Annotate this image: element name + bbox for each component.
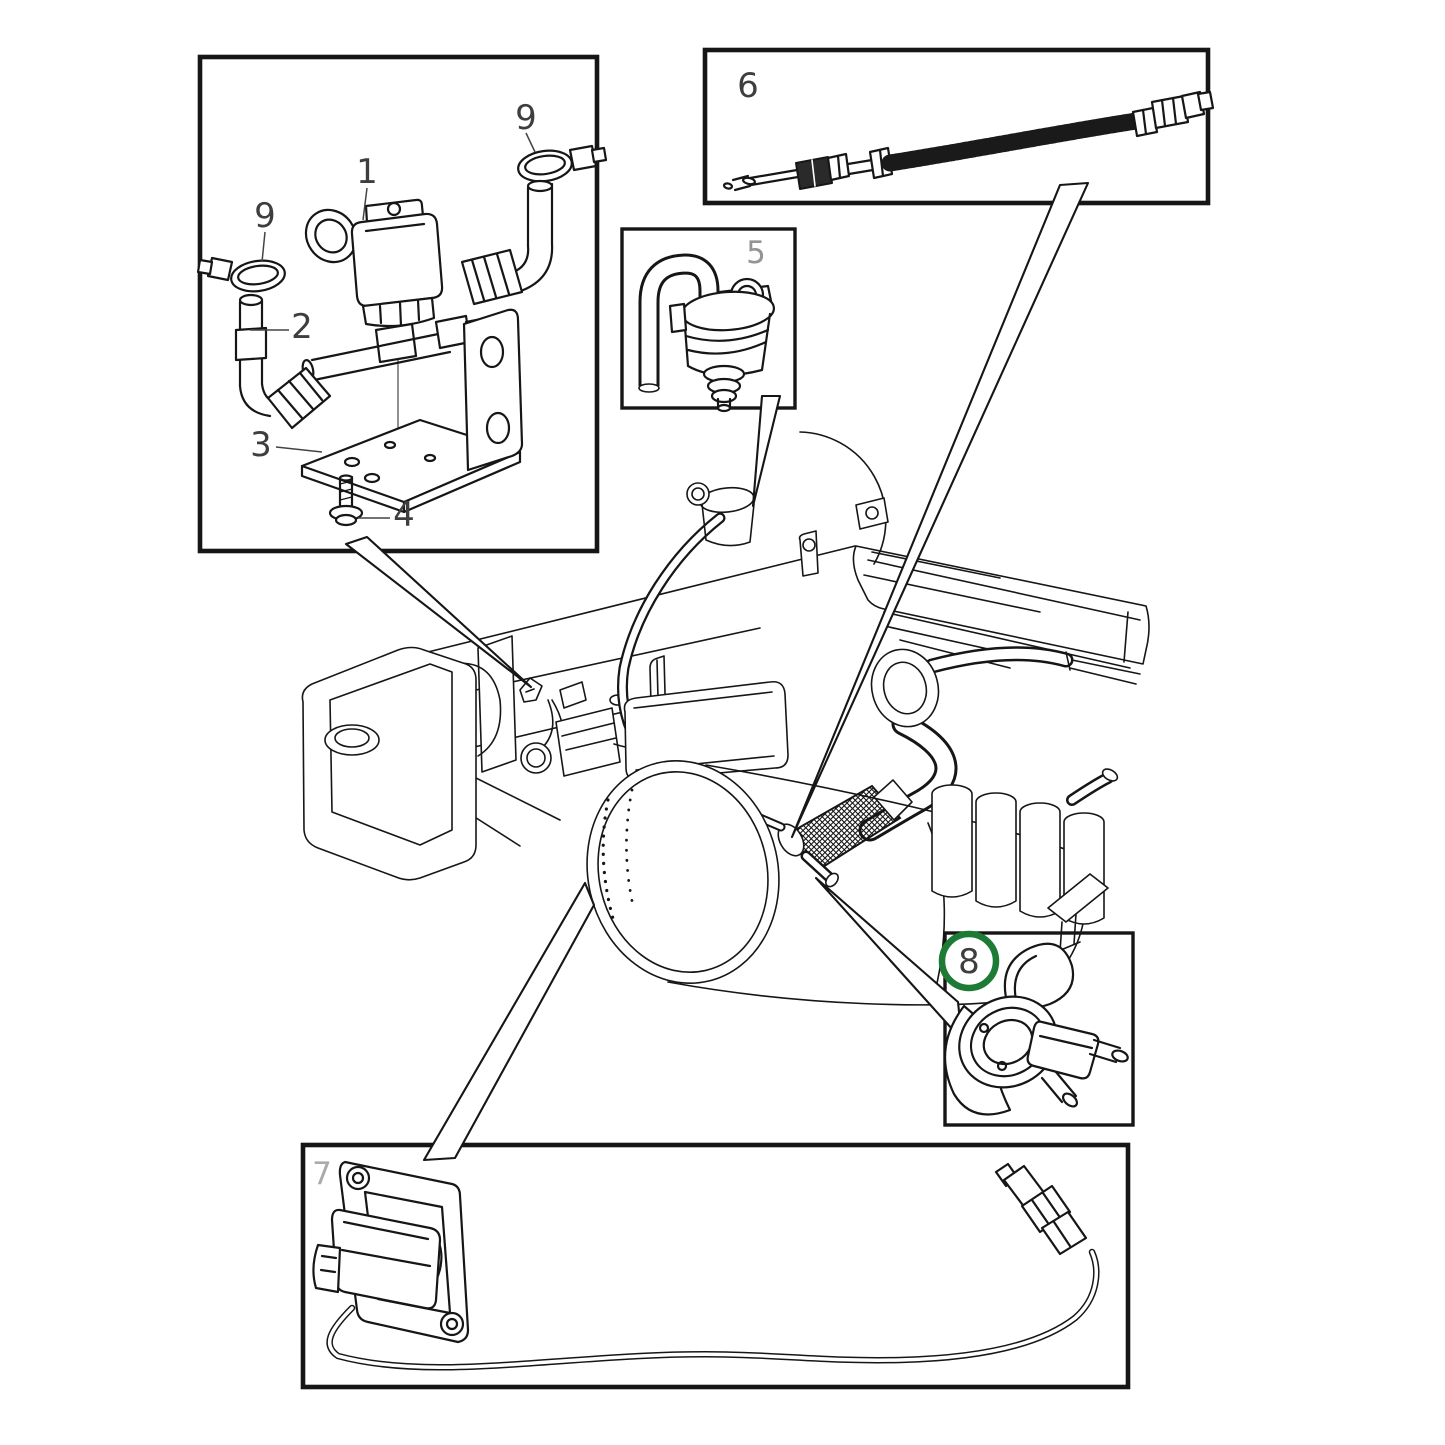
braided-section bbox=[881, 112, 1145, 172]
leader-nox-sensor bbox=[422, 881, 596, 1162]
sensor-cable bbox=[326, 1248, 1100, 1371]
label-2: 2 bbox=[291, 307, 313, 347]
hose-clamp-left bbox=[196, 256, 286, 293]
valve-body bbox=[668, 277, 776, 413]
label-3: 3 bbox=[250, 425, 272, 465]
module-connector bbox=[312, 1243, 342, 1294]
flywheel-housing bbox=[798, 431, 889, 577]
callout-frames bbox=[197, 47, 1211, 1390]
callout-box-pressure-sensor bbox=[943, 931, 1135, 1127]
temp-sensor-part: 6 bbox=[722, 66, 1215, 192]
connector-block bbox=[1026, 1020, 1100, 1080]
pressure-sensor-part: 8 bbox=[938, 930, 1129, 1116]
callout-box-temp-sensor bbox=[702, 47, 1211, 206]
mounting-bracket bbox=[300, 308, 524, 514]
callout-box-nox-sensor bbox=[300, 1142, 1131, 1390]
control-unit bbox=[330, 1208, 442, 1310]
label-4: 4 bbox=[393, 495, 415, 535]
label-9-left: 9 bbox=[254, 196, 276, 236]
label-1: 1 bbox=[356, 152, 378, 192]
leader-temp-sensor bbox=[790, 181, 1090, 839]
label-6: 6 bbox=[737, 66, 759, 106]
engine-illustration bbox=[301, 431, 1150, 1006]
label-5: 5 bbox=[746, 235, 766, 271]
manifold-bracket bbox=[1047, 873, 1109, 923]
leader-wedges bbox=[344, 181, 1090, 1162]
nox-sensor-part: 7 bbox=[312, 1156, 1100, 1371]
sensor-module bbox=[312, 1160, 470, 1344]
leader-valve-assembly bbox=[344, 535, 533, 689]
label-7: 7 bbox=[312, 1156, 332, 1192]
hose-clamp-top bbox=[517, 144, 608, 183]
dotted-seam bbox=[601, 798, 616, 924]
sensor-probe-tip bbox=[994, 1162, 1088, 1256]
elbow-pipe-left bbox=[234, 293, 332, 430]
check-valve-part: 5 bbox=[638, 235, 776, 413]
valve-cover bbox=[852, 545, 1150, 669]
expansion-tank bbox=[301, 635, 517, 881]
valve-assembly-labels: 9 1 9 2 3 4 bbox=[250, 98, 537, 535]
braided-exhaust-hose bbox=[751, 779, 913, 888]
valve-assembly-parts: 9 1 9 2 3 4 bbox=[196, 98, 608, 535]
highlight-circle bbox=[938, 930, 1000, 992]
elbow-fitting-right bbox=[460, 179, 554, 306]
label-8: 8 bbox=[958, 942, 980, 982]
callout-box-valve-assembly bbox=[197, 54, 600, 554]
sensor-body bbox=[943, 942, 1129, 1116]
leader-check-valve bbox=[751, 394, 782, 508]
sensor-probe bbox=[722, 90, 1215, 192]
mounted-valve-cluster bbox=[519, 677, 665, 777]
callout-box-check-valve bbox=[620, 227, 797, 410]
label-9-top: 9 bbox=[515, 98, 537, 138]
manifold-cylinders bbox=[931, 768, 1119, 953]
flange-screw bbox=[328, 474, 364, 527]
